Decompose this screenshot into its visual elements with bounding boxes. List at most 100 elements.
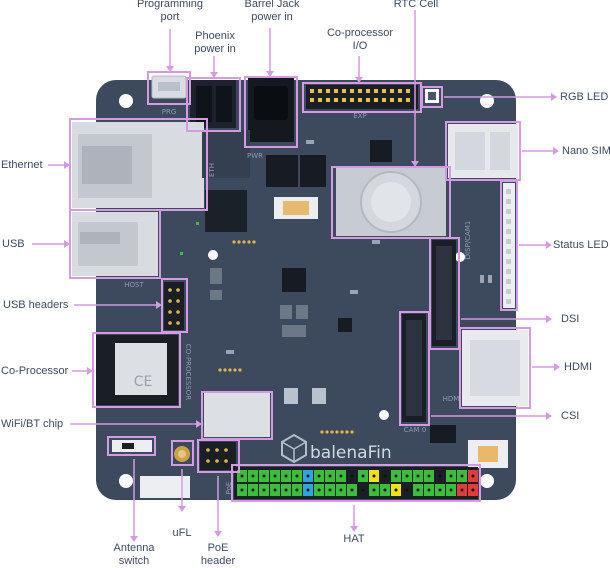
label-hdmi: HDMI [564,361,593,373]
exp-pin [390,89,394,93]
label-co-processor: Co-Processor [1,365,69,377]
poe-header [200,442,236,470]
hat-pin-hole [339,474,343,478]
silk-co-processor: CO-PROCESSOR [184,344,192,400]
exp-pin [326,98,330,102]
box-barrel-jack [244,76,298,148]
hat-pin-hole [350,474,354,478]
exp-pin [310,89,314,93]
hat-pin-hole [273,488,277,492]
exp-pin [310,98,314,102]
chip [280,305,292,319]
hat-pin-hole [460,488,464,492]
label-wifi-bt: WiFi/BT chip [1,418,64,430]
box-phoenix [186,77,241,132]
exp-pin [390,98,394,102]
status-led [506,289,511,294]
exp-pin [374,98,378,102]
silk-hdmi: HDMI [443,395,462,403]
hat-pin-hole [438,488,442,492]
label-nano-sim: Nano SIM [562,145,610,157]
chip [430,425,456,443]
hat-pin-hole [416,488,420,492]
silk-exp: EXP [353,112,366,120]
label-hat: HAT [343,533,365,545]
status-led [506,249,511,254]
hat-pin-hole [383,488,387,492]
hat-pin-hole [405,488,409,492]
usb-headers [164,282,184,330]
chip [266,155,298,187]
silk-poe: PoE [225,482,233,495]
exp-pin [350,98,354,102]
silk-eth: ETH [208,163,216,177]
status-led [506,269,511,274]
box-nano-sim [445,121,521,181]
hat-pin-hole [449,488,453,492]
mounting-hole [119,474,133,488]
hat-pin-hole [284,488,288,492]
label-poe-header: PoE header [200,542,236,567]
hat-pin-hole [460,474,464,478]
hat-pin-hole [262,488,266,492]
box-dsi [429,237,460,350]
box-antenna-switch [107,436,156,456]
exp-pin [358,98,362,102]
exp-pin [382,89,386,93]
balena-logo-text: balenaFin [310,443,392,463]
hat-pin-hole [427,474,431,478]
hat-pin-hole [449,474,453,478]
hat-pin-hole [361,488,365,492]
status-led [506,189,511,194]
box-poe [197,439,240,473]
hat-pin-hole [251,474,255,478]
label-rtc-cell: RTC Cell [393,0,439,10]
mounting-hole [208,250,218,260]
chip [282,325,306,337]
hat-pin-hole [273,474,277,478]
mounting-hole [379,410,389,420]
exp-pin [350,89,354,93]
label-usb-headers: USB headers [3,299,69,311]
label-dsi: DSI [561,313,580,325]
hat-pin-hole [471,488,475,492]
hat-pin-hole [262,474,266,478]
exp-pin [318,98,322,102]
hat-pin-hole [394,488,398,492]
label-status-led: Status LED [553,239,609,251]
hat-pin-hole [328,488,332,492]
hat-pin-hole [361,474,365,478]
box-programming-port [147,71,191,105]
hat-pin-hole [405,474,409,478]
box-co-processor [92,332,181,408]
status-led [506,199,511,204]
hat-pin-hole [416,474,420,478]
hat-pin-hole [471,474,475,478]
exp-pin [382,98,386,102]
label-ufl: uFL [172,527,192,539]
label-phoenix-power: Phoenix power in [194,30,236,55]
box-ufl [171,440,194,466]
speaker-connector [140,476,190,498]
label-antenna-switch: Antenna switch [113,542,155,567]
exp-pin [318,89,322,93]
box-hdmi [459,327,531,409]
silk-disp: DISP/CAM1 [464,221,472,260]
exp-pin [342,98,346,102]
hat-pin-hole [240,474,244,478]
exp-pin [358,89,362,93]
exp-pin [398,98,402,102]
box-status-led [500,180,518,311]
exp-pin [334,89,338,93]
hat-pin-hole [339,488,343,492]
mounting-hole [119,94,133,108]
balena-logo-icon [281,433,307,464]
label-csi: CSI [561,410,580,422]
wifi-bt-module [204,393,270,437]
hat-pin-hole [306,474,310,478]
hat-pin-hole [317,474,321,478]
status-led [506,229,511,234]
hat-pin-hole [350,488,354,492]
hat-pin-hole [328,474,332,478]
